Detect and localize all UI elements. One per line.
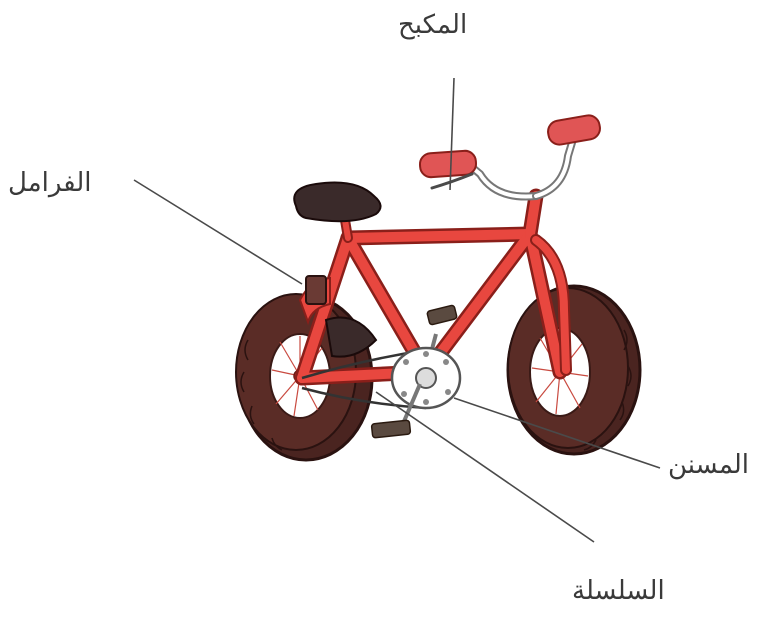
label-brakes: الفرامل (8, 170, 91, 196)
label-chain: السلسلة (572, 578, 665, 604)
front-wheel (508, 286, 640, 454)
label-gear: المسنن (668, 452, 749, 478)
seat (294, 183, 380, 239)
label-brake-handle: المكبح (398, 12, 467, 38)
leader-brakes (134, 180, 302, 284)
handlebar (419, 114, 601, 197)
